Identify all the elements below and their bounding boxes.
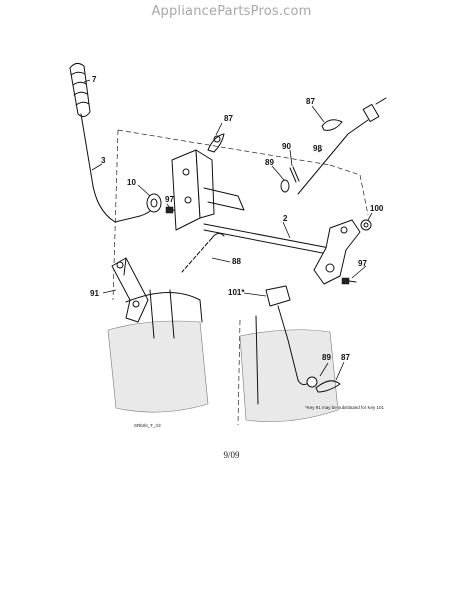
clutch-linkage-part [265, 285, 311, 386]
callout-89-upper: 89 [265, 158, 274, 167]
callout-7: 7 [92, 75, 97, 84]
right-housing [239, 315, 339, 422]
right-lever-plate [313, 219, 361, 285]
extension-spring-part [181, 232, 225, 273]
callout-2: 2 [283, 214, 288, 223]
handle-grip-part [69, 62, 91, 118]
lock-nut-part [360, 219, 372, 231]
cotter-pin-part [289, 166, 300, 183]
callout-10: 10 [127, 178, 136, 187]
hairpin-clip-bottom [315, 380, 341, 393]
leader-lines [83, 79, 373, 381]
callout-89-lower: 89 [322, 353, 331, 362]
substitution-footnote: *Key 91 may be substituted for Key 101 [305, 405, 385, 410]
flat-washer-lower [306, 376, 318, 388]
callout-97-right: 97 [358, 259, 367, 268]
transmission-housing [107, 289, 209, 413]
flat-washer-upper [280, 179, 290, 193]
callout-101: 101* [228, 288, 245, 297]
cross-shaft-part [203, 223, 341, 257]
spring-washer-part [146, 193, 162, 213]
lever-part-left [111, 257, 149, 323]
drawing-code: SRbrkt_T_r/2 [134, 423, 161, 428]
watermark: AppliancePartsPros.com [151, 4, 312, 19]
callout-97-left: 97 [165, 195, 174, 204]
mounting-bracket [171, 149, 245, 231]
callout-88: 88 [232, 257, 241, 266]
callout-98: 98 [313, 144, 322, 153]
callout-91: 91 [90, 289, 99, 298]
callout-87-right: 87 [306, 97, 315, 106]
control-rod-part [297, 97, 387, 195]
page-date: 9/09 [223, 450, 240, 460]
hairpin-clip-right [321, 119, 343, 131]
callout-100: 100 [370, 204, 384, 213]
hairpin-clip-top [207, 133, 225, 153]
callout-87-top: 87 [224, 114, 233, 123]
bolt-part-right [341, 277, 357, 285]
callout-3: 3 [101, 156, 106, 165]
frame-outline [112, 129, 369, 426]
callout-87-lower: 87 [341, 353, 350, 362]
callout-90: 90 [282, 142, 291, 151]
